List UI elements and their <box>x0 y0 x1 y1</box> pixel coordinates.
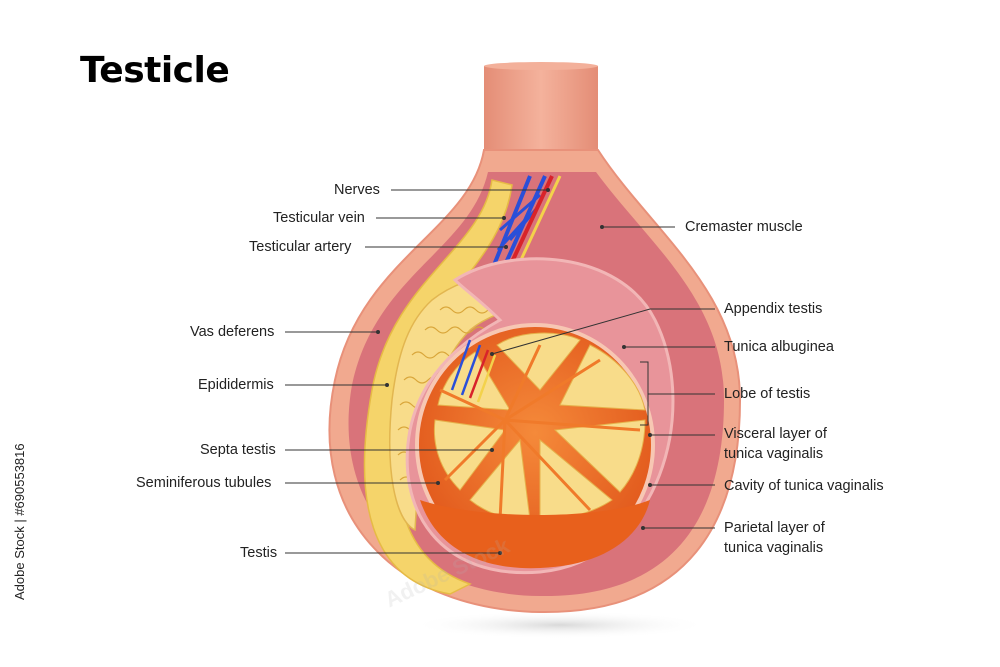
label-testicular-artery: Testicular artery <box>249 239 352 255</box>
page-title: Testicle <box>80 50 230 91</box>
cord-top <box>484 62 598 70</box>
testis-lower <box>420 500 650 569</box>
label-cavity-tunica-vaginalis: Cavity of tunica vaginalis <box>724 478 884 494</box>
label-tunica-albuginea: Tunica albuginea <box>724 339 834 355</box>
label-testis: Testis <box>240 545 278 561</box>
label-seminiferous-tubules: Seminiferous tubules <box>136 475 272 491</box>
label-septa-testis: Septa testis <box>200 442 276 458</box>
label-nerves: Nerves <box>334 182 380 198</box>
label-visceral-layer-line2: tunica vaginalis <box>724 446 824 462</box>
leader-dots <box>376 188 652 555</box>
label-visceral-layer-line1: Visceral layer of <box>724 426 827 442</box>
label-vas-deferens: Vas deferens <box>190 324 275 340</box>
label-parietal-layer-line2: tunica vaginalis <box>724 540 824 556</box>
label-epididermis: Epididermis <box>198 377 274 393</box>
testis-lobules <box>433 332 646 521</box>
label-testicular-vein: Testicular vein <box>273 210 365 226</box>
label-lobe-of-testis: Lobe of testis <box>724 386 811 402</box>
label-parietal-layer-line1: Parietal layer of <box>724 520 825 536</box>
ground-shadow <box>410 611 710 639</box>
stock-id: Adobe Stock | #690553816 <box>12 443 27 600</box>
septa-network <box>439 344 641 521</box>
label-appendix-testis: Appendix testis <box>724 301 823 317</box>
leader-lines <box>285 189 715 554</box>
mediastinum-vessels <box>450 339 497 403</box>
label-cremaster-muscle: Cremaster muscle <box>685 219 803 235</box>
